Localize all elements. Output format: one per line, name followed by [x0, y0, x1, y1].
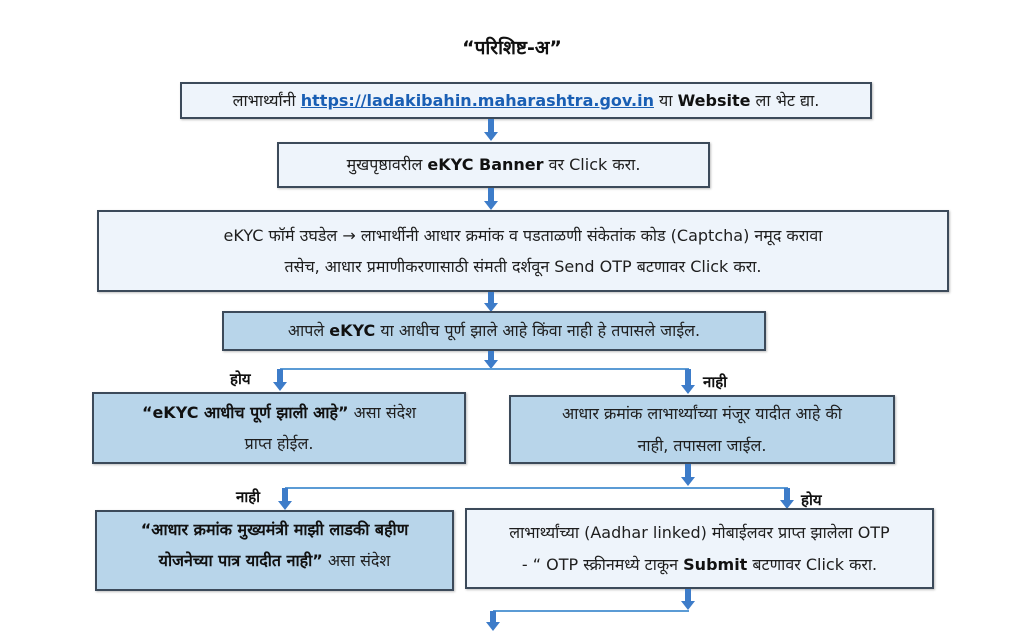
otp-submit-bold: Submit	[683, 554, 748, 574]
arrow-down-icon	[681, 464, 695, 486]
visit-bold: Website	[677, 90, 751, 110]
banner-suffix: वर Click करा.	[543, 155, 641, 175]
branch-label-no: नाही	[703, 373, 728, 391]
arrow-down-icon	[273, 369, 287, 391]
step-visit-website: लाभार्थ्यांनी https://ladakibahin.mahara…	[180, 82, 872, 119]
branch-label-no: नाही	[236, 488, 261, 506]
visit-suffix: ला भेट द्या.	[750, 90, 820, 110]
branch-label-yes: होय	[230, 370, 251, 388]
arrow-down-icon	[278, 488, 292, 510]
visit-prefix: लाभार्थ्यांनी	[232, 90, 301, 110]
already-bold: “eKYC आधीच पूर्ण झाली आहे”	[141, 402, 349, 422]
ekyc-form-line1: eKYC फॉर्म उघडेल → लाभार्थीनी आधार क्रमा…	[223, 225, 823, 245]
banner-prefix: मुखपृष्ठावरील	[346, 155, 428, 175]
step-check-ekyc: आपले eKYC या आधीच पूर्ण झाले आहे किंवा न…	[222, 311, 766, 351]
step-ekyc-form: eKYC फॉर्म उघडेल → लाभार्थीनी आधार क्रमा…	[97, 210, 949, 292]
already-line2: प्राप्त होईल.	[244, 434, 314, 453]
arrow-down-icon	[780, 488, 794, 509]
ekyc-form-line2: तसेच, आधार प्रमाणीकरणासाठी संमती दर्शवून…	[284, 257, 762, 276]
not-eligible-line2: योजनेच्या पात्र यादीत नाही”	[158, 551, 323, 571]
check-suffix: या आधीच पूर्ण झाले आहे किंवा नाही हे तपा…	[375, 321, 701, 341]
otp-line1: लाभार्थ्यांच्या (Aadhar linked) मोबाईलवर…	[509, 523, 890, 543]
step-check-approved-list: आधार क्रमांक लाभार्थ्यांच्या मंजूर यादीत…	[509, 395, 895, 464]
arrow-down-icon	[484, 292, 498, 312]
visit-middle: या	[653, 90, 678, 110]
result-already-complete: “eKYC आधीच पूर्ण झाली आहे” असा संदेश प्र…	[92, 392, 466, 464]
step-click-banner: मुखपृष्ठावरील eKYC Banner वर Click करा.	[277, 142, 710, 188]
branch-connector	[285, 487, 788, 489]
checklist-line1: आधार क्रमांक लाभार्थ्यांच्या मंजूर यादीत…	[562, 404, 842, 424]
not-eligible-line1: “आधार क्रमांक मुख्यमंत्री माझी लाडकी बही…	[140, 520, 409, 539]
website-link[interactable]: https://ladakibahin.maharashtra.gov.in	[300, 90, 654, 110]
arrow-down-icon	[681, 369, 695, 394]
arrow-down-icon	[484, 119, 498, 141]
arrow-down-icon	[484, 351, 498, 369]
check-bold: eKYC	[329, 321, 376, 341]
arrow-down-icon	[681, 589, 695, 610]
checklist-line2: नाही, तपासला जाईल.	[637, 435, 767, 455]
result-not-eligible: “आधार क्रमांक मुख्यमंत्री माझी लाडकी बही…	[95, 510, 454, 591]
otp-line2-prefix: - “ OTP स्क्रीनमध्ये टाकून	[521, 554, 684, 574]
branch-label-yes: होय	[801, 491, 822, 509]
already-suffix: असा संदेश	[348, 402, 417, 422]
check-prefix: आपले	[287, 321, 330, 341]
not-eligible-suffix: असा संदेश	[322, 551, 391, 571]
step-enter-otp: लाभार्थ्यांच्या (Aadhar linked) मोबाईलवर…	[465, 508, 934, 589]
arrow-down-icon	[486, 611, 500, 631]
diagram-title: “परिशिष्ट-अ”	[462, 37, 562, 59]
continuation-connector	[493, 610, 689, 612]
banner-bold: eKYC Banner	[427, 155, 544, 175]
arrow-down-icon	[484, 188, 498, 210]
otp-line2-suffix: बटणावर Click करा.	[747, 554, 878, 574]
branch-connector	[280, 368, 689, 370]
